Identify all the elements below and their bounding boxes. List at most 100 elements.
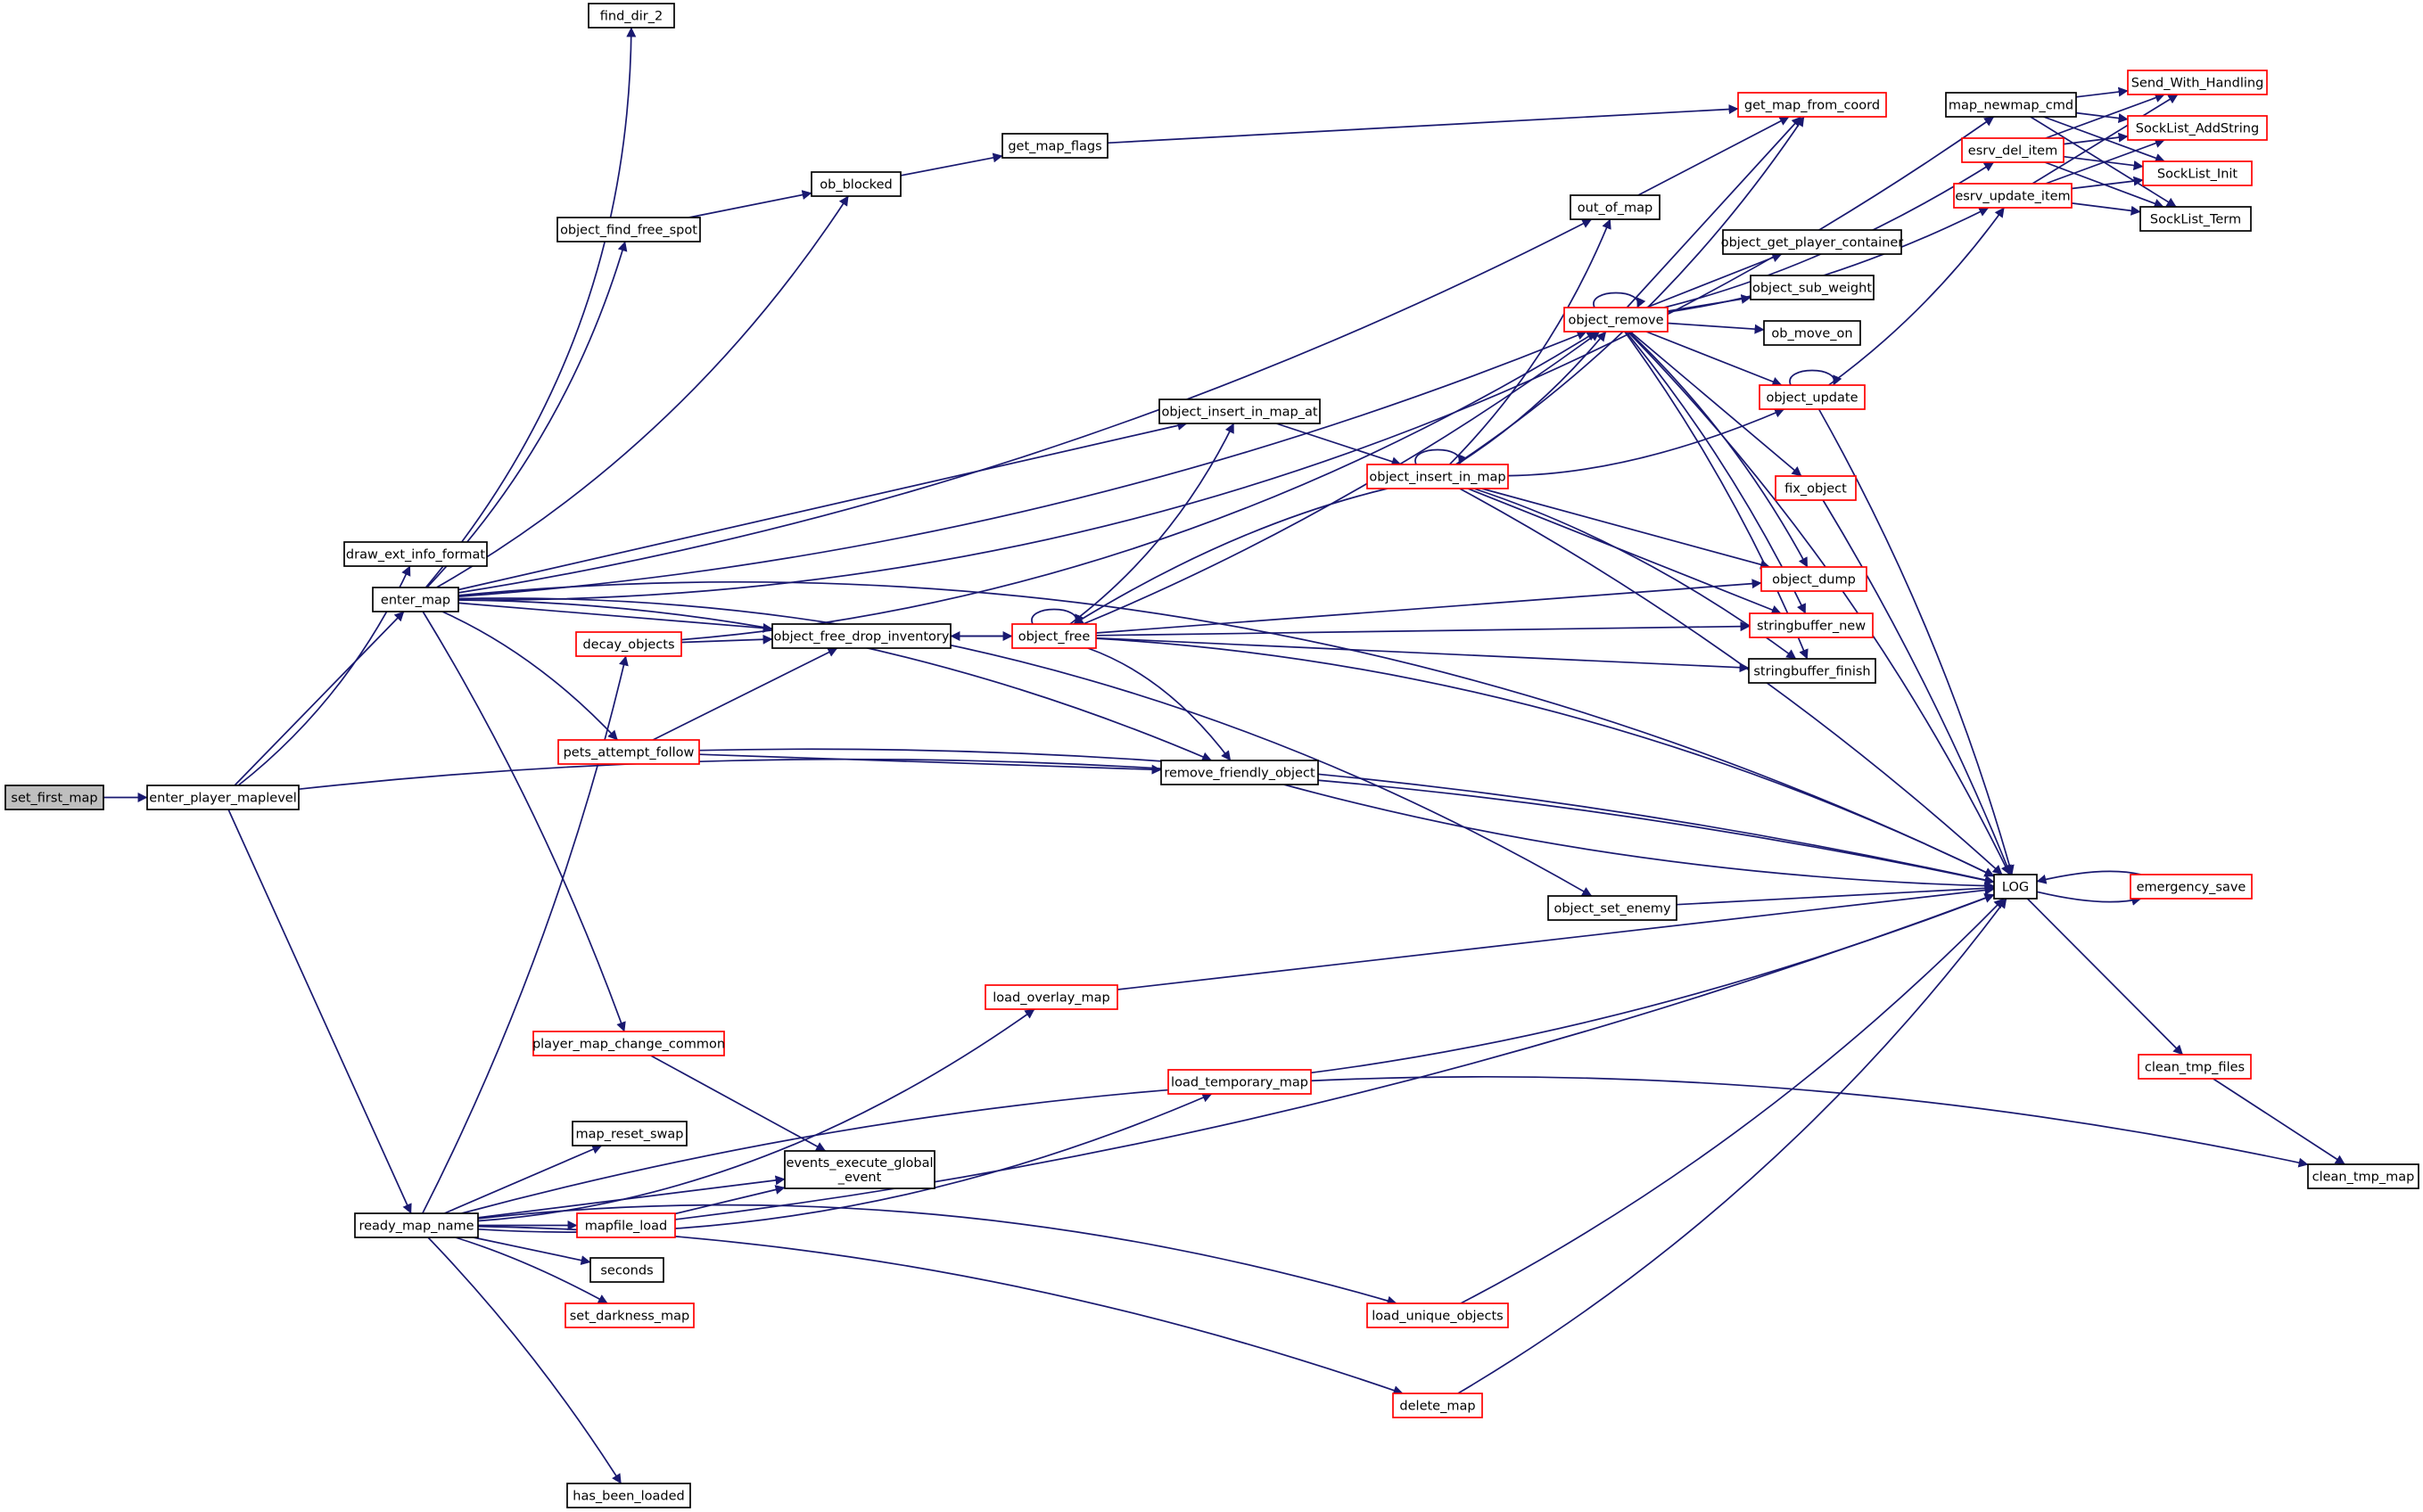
node-set_darkness_map[interactable]: set_darkness_map — [565, 1302, 695, 1328]
edge-line — [422, 611, 626, 1032]
call-edge-enter_map-to-object_remove — [457, 330, 1587, 597]
call-edge-map_newmap_cmd-to-Send_With_Handling — [2075, 86, 2129, 98]
call-edge-enter_map-to-map_newmap_cmd — [457, 116, 1995, 601]
node-events_execute_global_event[interactable]: events_execute_global_event — [784, 1150, 935, 1189]
node-box — [1993, 874, 2038, 900]
node-object_insert_in_map_at[interactable]: object_insert_in_map_at — [1158, 399, 1321, 424]
node-clean_tmp_map[interactable]: clean_tmp_map — [2307, 1163, 2419, 1189]
node-SockList_Term[interactable]: SockList_Term — [2139, 206, 2252, 232]
edge-line — [1073, 488, 1388, 625]
edge-line — [1095, 637, 1995, 877]
node-object_update[interactable]: object_update — [1759, 384, 1866, 410]
edge-line — [473, 1237, 591, 1266]
call-edge-remove_friendly_object-to-LOG — [1283, 784, 1995, 892]
node-box — [1563, 307, 1669, 333]
node-object_remove[interactable]: object_remove — [1563, 307, 1669, 333]
node-ready_map_name[interactable]: ready_map_name — [354, 1212, 479, 1238]
edge-line — [422, 655, 629, 1214]
node-object_get_player_container[interactable]: object_get_player_container — [1721, 229, 1904, 255]
node-object_insert_in_map[interactable]: object_insert_in_map — [1366, 464, 1509, 489]
node-label: player_map_change_common — [532, 1038, 725, 1052]
edge-line — [2063, 132, 2129, 145]
node-stringbuffer_finish[interactable]: stringbuffer_finish — [1748, 658, 1876, 684]
node-box — [2127, 70, 2268, 95]
call-edge-enter_player_maplevel-to-enter_map — [234, 611, 405, 786]
node-clean_tmp_files[interactable]: clean_tmp_files — [2138, 1054, 2252, 1080]
node-pets_attempt_follow[interactable]: pets_attempt_follow — [557, 739, 700, 765]
call-edge-object_insert_in_map-to-object_dump — [1481, 488, 1771, 570]
node-box — [1759, 384, 1866, 410]
node-delete_map[interactable]: delete_map — [1392, 1393, 1483, 1418]
call-edge-ready_map_name-to-decay_objects — [422, 655, 629, 1214]
edge-line — [1069, 423, 1235, 625]
node-esrv_del_item[interactable]: esrv_del_item — [1961, 137, 2064, 163]
call-edge-enter_map-to-out_of_map — [457, 218, 1593, 594]
node-mapfile_load[interactable]: mapfile_load — [576, 1212, 676, 1238]
call-edge-ready_map_name-to-load_unique_objects — [477, 1204, 1397, 1306]
node-label: object_free — [1018, 630, 1091, 645]
call-edge-enter_map-to-pets_attempt_follow — [441, 611, 619, 741]
node-label: load_unique_objects — [1372, 1310, 1503, 1324]
node-map_reset_swap[interactable]: map_reset_swap — [572, 1121, 688, 1146]
node-object_find_free_spot[interactable]: object_find_free_spot — [556, 217, 701, 242]
node-set_first_map[interactable]: set_first_map — [4, 785, 104, 810]
node-label: object_find_free_spot — [560, 224, 697, 238]
node-box — [784, 1150, 935, 1189]
call-edge-enter_map-to-object_set_enemy — [457, 597, 1593, 897]
node-ob_move_on[interactable]: ob_move_on — [1763, 320, 1861, 346]
node-SockList_AddString[interactable]: SockList_AddString — [2127, 115, 2268, 141]
node-has_been_loaded[interactable]: has_been_loaded — [566, 1483, 691, 1508]
edge-line — [1275, 423, 1402, 466]
node-remove_friendly_object[interactable]: remove_friendly_object — [1160, 760, 1319, 785]
node-fix_object[interactable]: fix_object — [1775, 475, 1857, 501]
node-draw_ext_info_format[interactable]: draw_ext_info_format — [343, 541, 488, 567]
node-ob_blocked[interactable]: ob_blocked — [811, 171, 902, 197]
node-box — [1749, 612, 1874, 638]
node-box — [2130, 874, 2253, 900]
node-label: draw_ext_info_format — [346, 548, 485, 563]
node-esrv_update_item[interactable]: esrv_update_item — [1953, 183, 2073, 209]
node-load_temporary_map[interactable]: load_temporary_map — [1167, 1069, 1312, 1095]
node-find_dir_2[interactable]: find_dir_2 — [588, 3, 675, 29]
node-load_overlay_map[interactable]: load_overlay_map — [985, 984, 1118, 1010]
node-label: object_remove — [1569, 314, 1664, 328]
node-load_unique_objects[interactable]: load_unique_objects — [1366, 1302, 1509, 1328]
node-get_map_from_coord[interactable]: get_map_from_coord — [1737, 92, 1887, 118]
node-object_free[interactable]: object_free — [1011, 623, 1097, 649]
node-box — [1160, 760, 1319, 785]
nodes-layer: set_first_map enter_player_maplevel draw_e… — [4, 3, 2419, 1508]
node-get_map_flags[interactable]: get_map_flags — [1001, 133, 1108, 159]
node-LOG[interactable]: LOG — [1993, 874, 2038, 900]
node-object_free_drop_inventory[interactable]: object_free_drop_inventory — [771, 623, 952, 649]
node-Send_With_Handling[interactable]: Send_With_Handling — [2127, 70, 2268, 95]
node-label: delete_map — [1399, 1400, 1475, 1414]
node-enter_map[interactable]: enter_map — [372, 587, 459, 612]
node-emergency_save[interactable]: emergency_save — [2130, 874, 2253, 900]
node-box — [1961, 137, 2064, 163]
node-stringbuffer_new[interactable]: stringbuffer_new — [1749, 612, 1874, 638]
node-box — [575, 631, 682, 657]
call-edge-emergency_save-to-LOG — [2036, 870, 2141, 884]
edge-line — [1283, 784, 1995, 892]
edge-line — [2045, 138, 2165, 185]
call-edge-object_insert_in_map-to-out_of_map — [1448, 218, 1611, 465]
edge-line — [1627, 331, 2011, 875]
edge-line — [2213, 1078, 2345, 1165]
node-object_dump[interactable]: object_dump — [1760, 566, 1867, 592]
edge-line — [1414, 448, 1468, 465]
call-edge-object_free-to-remove_friendly_object — [1087, 647, 1232, 761]
node-box — [572, 1121, 688, 1146]
node-SockList_Init[interactable]: SockList_Init — [2142, 160, 2253, 186]
node-label: map_reset_swap — [576, 1128, 684, 1142]
node-out_of_map[interactable]: out_of_map — [1570, 194, 1661, 220]
node-object_set_enemy[interactable]: object_set_enemy — [1547, 895, 1677, 921]
call-edge-object_remove-to-stringbuffer_finish — [1624, 331, 1809, 660]
node-player_map_change_common[interactable]: player_map_change_common — [532, 1031, 725, 1056]
node-object_sub_weight[interactable]: object_sub_weight — [1750, 275, 1875, 300]
node-decay_objects[interactable]: decay_objects — [575, 631, 682, 657]
node-seconds[interactable]: seconds — [589, 1257, 664, 1283]
node-map_newmap_cmd[interactable]: map_newmap_cmd — [1945, 92, 2077, 118]
node-enter_player_maplevel[interactable]: enter_player_maplevel — [146, 785, 300, 810]
node-box — [1760, 566, 1867, 592]
